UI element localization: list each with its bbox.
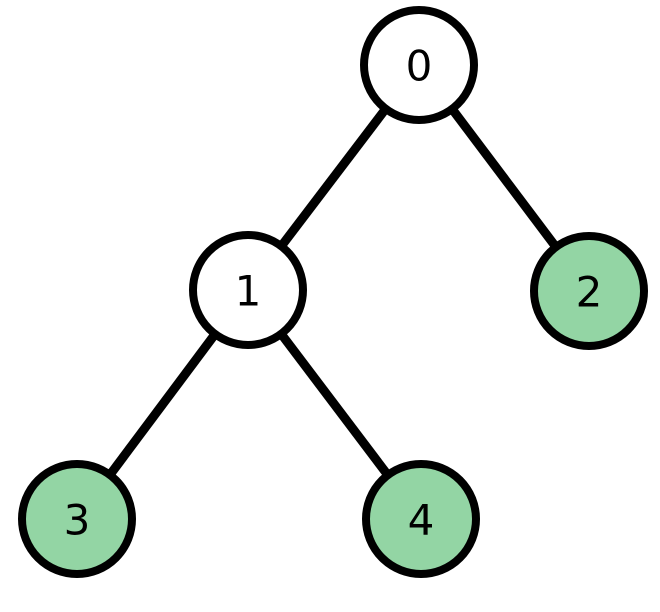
node-circle-0[interactable]: [360, 6, 478, 124]
graph-node-3[interactable]: 3: [18, 460, 136, 578]
graph-node-4[interactable]: 4: [362, 460, 480, 578]
node-circle-2[interactable]: [530, 232, 648, 350]
nodes-layer: 0 1 2 3 4: [18, 6, 648, 578]
node-circle-1[interactable]: [189, 231, 307, 349]
graph-node-0[interactable]: 0: [360, 6, 478, 124]
edges-layer: [73, 62, 593, 522]
node-circle-3[interactable]: [18, 460, 136, 578]
node-label-4: 4: [408, 496, 435, 545]
graph-node-1[interactable]: 1: [189, 231, 307, 349]
node-label-3: 3: [64, 496, 91, 545]
node-label-2: 2: [576, 268, 603, 317]
node-circle-4[interactable]: [362, 460, 480, 578]
graph-node-2[interactable]: 2: [530, 232, 648, 350]
node-label-0: 0: [406, 42, 433, 91]
node-label-1: 1: [235, 267, 262, 316]
